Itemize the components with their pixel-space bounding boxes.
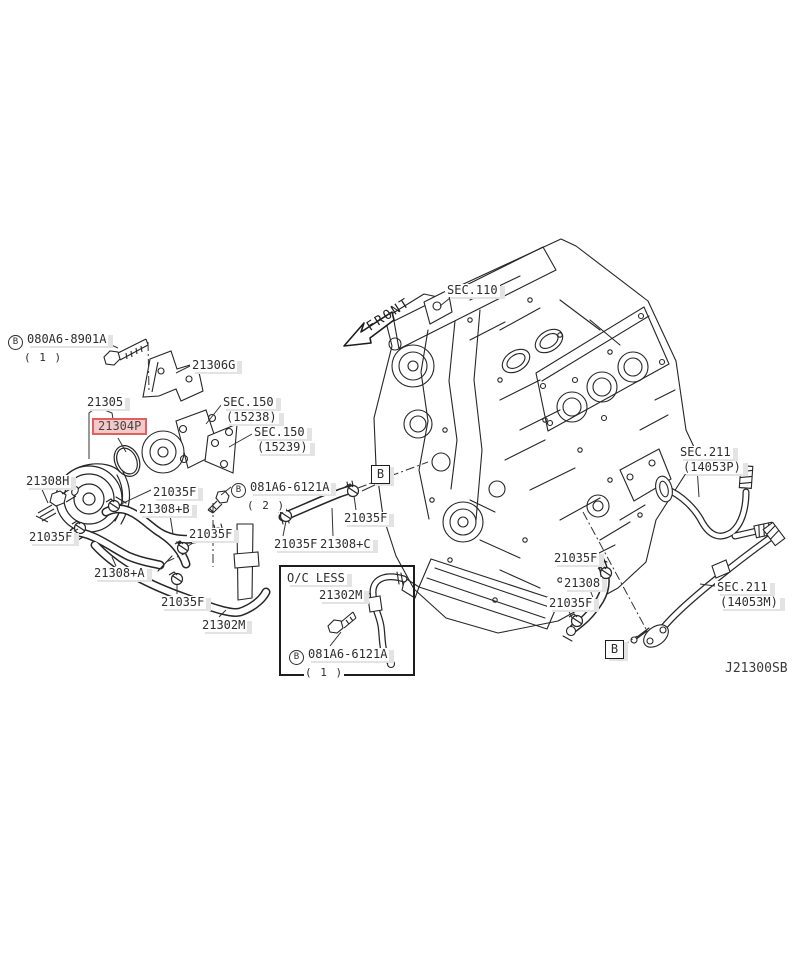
engine-illustration [373, 238, 695, 634]
part-label-21035f-6[interactable]: 21035F [342, 511, 390, 525]
part-label-21302m-ocless[interactable]: 21302M [317, 588, 365, 602]
part-label-21308h[interactable]: 21308H [24, 474, 72, 488]
section-label-sec110[interactable]: SEC.110 [445, 283, 500, 297]
part-label-21305[interactable]: 21305 [85, 395, 126, 409]
part-label-21308[interactable]: 21308 [562, 576, 603, 590]
section-label-sec150-15238[interactable]: SEC.150 (15238) [221, 395, 279, 424]
boxed-b-marker-right: B [605, 640, 624, 659]
circled-b-marker: B [289, 650, 304, 665]
circled-b-marker: B [8, 335, 23, 350]
part-label-21035f-2[interactable]: 21035F [27, 530, 75, 544]
leader-lines [39, 293, 716, 647]
part-label-21304p-selected[interactable]: 21304P [92, 418, 148, 435]
part-qty: ( 2 ) [246, 499, 287, 512]
part-label-21308-b[interactable]: 21308+B [137, 502, 192, 516]
small-bolts-drawing [207, 490, 357, 634]
bracket-21306g-drawing [142, 350, 204, 402]
gasket-sec150-drawing [204, 423, 238, 474]
diagram-code: J21300SB [725, 661, 788, 676]
part-label-21308-a[interactable]: 21308+A [92, 566, 147, 580]
part-label-21035f-8[interactable]: 21035F [547, 596, 595, 610]
part-qty: ( 1 ) [304, 666, 345, 679]
section-label-sec211-14053p[interactable]: SEC.211 (14053P) [678, 445, 743, 474]
part-label-21035f-1[interactable]: 21035F [151, 485, 199, 499]
oc-less-pipe-drawing [367, 571, 408, 669]
boxed-b-marker-left: B [371, 465, 390, 484]
part-label-21035f-4[interactable]: 21035F [159, 595, 207, 609]
part-number: 080A6-8901A [25, 332, 109, 346]
part-label-21035f-7[interactable]: 21035F [552, 551, 600, 565]
part-label-21035f-3[interactable]: 21035F [187, 527, 235, 541]
water-pipes-drawing [630, 465, 786, 648]
front-arrow-icon [343, 311, 395, 347]
part-label-21306g[interactable]: 21306G [190, 358, 238, 372]
part-label-21302m[interactable]: 21302M [200, 618, 248, 632]
part-label-21035f-5[interactable]: 21035F [272, 537, 320, 551]
oc-less-title: O/C LESS [285, 571, 347, 585]
part-qty: ( 1 ) [23, 351, 64, 364]
part-label-21308-c[interactable]: 21308+C [318, 537, 373, 551]
circled-b-marker: B [231, 483, 246, 498]
section-label-sec211-14053m[interactable]: SEC.211 (14053M) [715, 580, 780, 609]
oring-21304p-drawing [113, 445, 141, 477]
selected-part-highlight: 21304P [92, 418, 148, 435]
fitting-21308h-drawing [35, 486, 79, 523]
bolt-080a6-drawing [103, 338, 149, 366]
section-label-sec150-15239[interactable]: SEC.150 (15239) [252, 425, 310, 454]
